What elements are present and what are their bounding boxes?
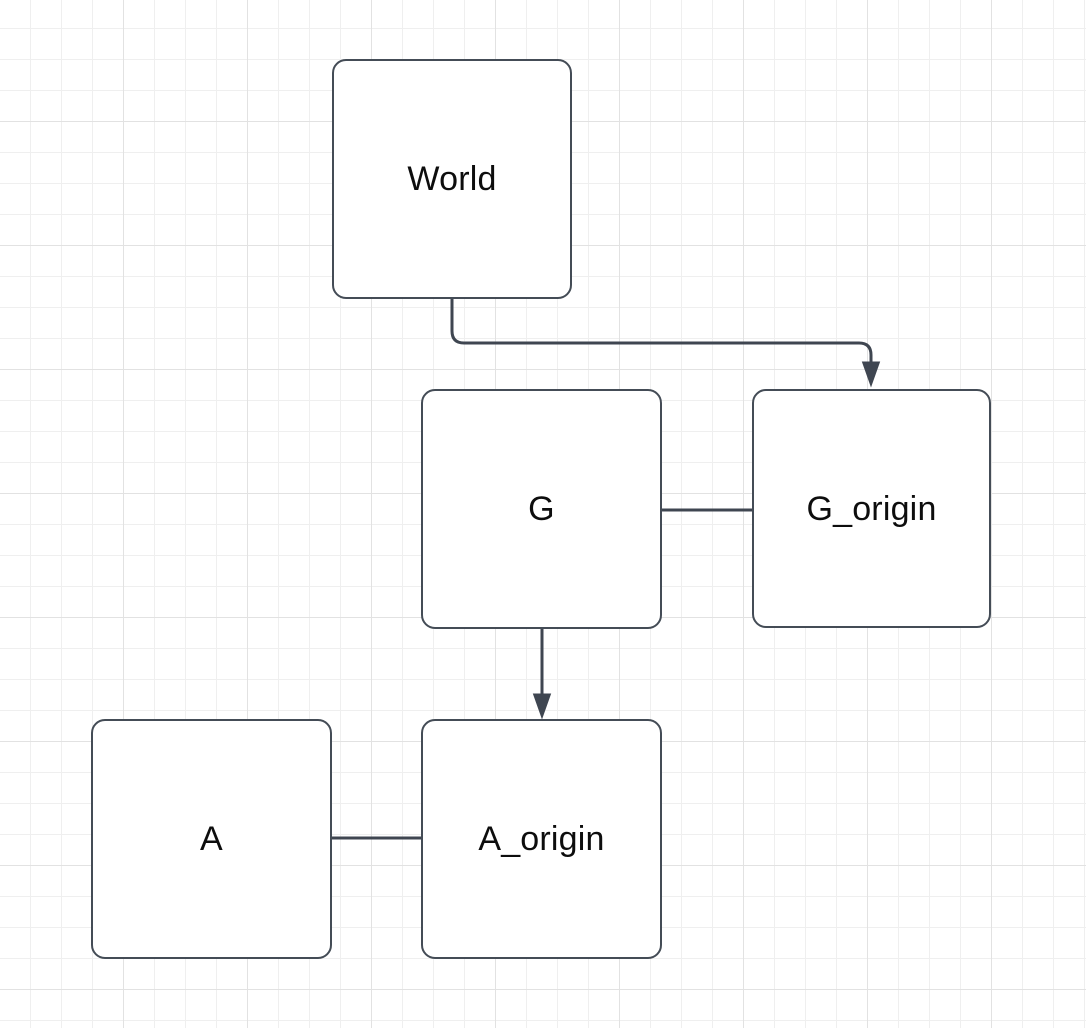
edge-world-to-g-origin[interactable] bbox=[450, 299, 873, 362]
node-world[interactable]: World bbox=[332, 59, 572, 299]
node-a[interactable]: A bbox=[91, 719, 332, 959]
node-label-a-origin: A_origin bbox=[478, 820, 605, 858]
arrowhead-g-to-a-origin bbox=[532, 693, 552, 720]
node-label-world: World bbox=[407, 160, 497, 198]
node-label-g-origin: G_origin bbox=[806, 489, 937, 528]
node-g[interactable]: G bbox=[421, 389, 662, 629]
node-label-a: A bbox=[200, 820, 223, 858]
node-label-g: G bbox=[528, 490, 555, 528]
arrowhead-world-to-g-origin bbox=[861, 361, 881, 388]
node-a-origin[interactable]: A_origin bbox=[421, 719, 662, 959]
node-g-origin[interactable]: G_origin bbox=[752, 389, 991, 628]
